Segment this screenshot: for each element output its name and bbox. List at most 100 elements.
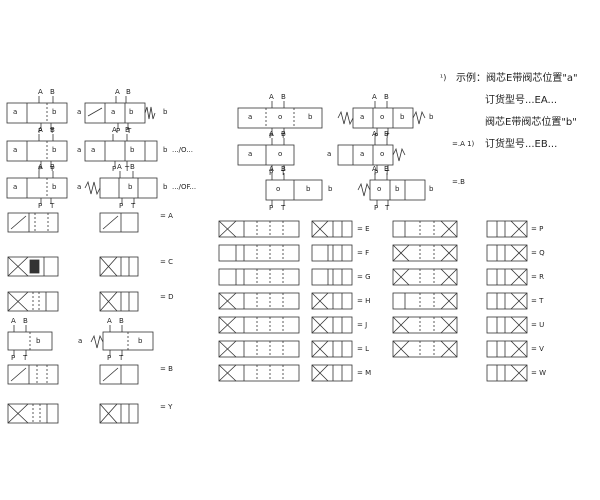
port-a-label: A — [112, 126, 117, 134]
variant-o-label: .../O... — [172, 146, 193, 154]
port-t-label: T — [385, 169, 390, 177]
spool-label-l: = L — [357, 345, 369, 353]
coil-a-label: a — [77, 146, 82, 154]
port-p-label: P — [38, 202, 43, 210]
ref-a-label: =.A 1) — [452, 140, 475, 148]
port-a-label: A — [11, 317, 16, 325]
note-position-b: 阀芯E带阀芯位置"b" — [485, 117, 577, 128]
port-b-label: B — [384, 93, 389, 101]
coil-o-label: o — [278, 150, 283, 158]
coil-b-label: b — [163, 108, 168, 116]
port-b-label: B — [130, 163, 135, 171]
port-t-label: T — [50, 202, 55, 210]
coil-o-label: o — [377, 185, 382, 193]
port-b-label: B — [50, 126, 55, 134]
coil-o-label: o — [380, 113, 385, 121]
coil-b-label: b — [52, 108, 57, 116]
port-a-label: A — [38, 88, 43, 96]
port-p-label: P — [374, 132, 379, 140]
port-b-label: B — [23, 317, 28, 325]
coil-b-label: b — [163, 146, 168, 154]
coil-a-label: a — [13, 108, 18, 116]
port-p-label: P — [119, 202, 124, 210]
port-a-label: A — [38, 163, 43, 171]
spool-label-g: = G — [357, 273, 371, 281]
coil-a-label: a — [111, 108, 116, 116]
port-p-label: P — [38, 165, 43, 173]
coil-b-label: b — [138, 337, 143, 345]
port-t-label: T — [385, 204, 390, 212]
valve-symbol-ab-spring — [84, 96, 156, 129]
coil-b-label: b — [128, 183, 133, 191]
valve-symbol-of-right — [84, 171, 158, 204]
port-b-label: B — [125, 126, 130, 134]
port-t-label: T — [281, 169, 286, 177]
port-b-label: B — [281, 130, 286, 138]
port-b-label: B — [50, 163, 55, 171]
port-p-label: P — [38, 127, 43, 135]
port-t-label: T — [119, 354, 124, 362]
spool-grid-col-3 — [392, 220, 458, 358]
port-b-label: B — [281, 165, 286, 173]
coil-b-label: b — [429, 185, 434, 193]
port-a-label: A — [372, 93, 377, 101]
coil-b-label: b — [52, 146, 57, 154]
spool-label-f: = F — [357, 249, 370, 257]
valve-symbol-ab-1 — [6, 96, 68, 129]
port-p-label: P — [107, 354, 112, 362]
valve-symbol-o-right — [84, 134, 158, 167]
coil-a-label: a — [78, 337, 83, 345]
port-p-label: P — [269, 204, 274, 212]
port-p-label: P — [374, 204, 379, 212]
spool-label-y: = Y — [160, 403, 173, 411]
ref-b-label: =.B — [452, 178, 465, 186]
port-b-label: B — [119, 317, 124, 325]
port-p-label: P — [269, 169, 274, 177]
port-t-label: T — [127, 127, 132, 135]
port-a-label: A — [269, 93, 274, 101]
port-a-label: A — [117, 163, 122, 171]
spool-label-v: = V — [531, 345, 544, 353]
port-t-label: T — [50, 165, 55, 173]
port-a-label: A — [38, 126, 43, 134]
port-t-label: T — [125, 165, 130, 173]
spool-symbol-d — [7, 291, 139, 312]
port-p-label: P — [11, 354, 16, 362]
spool-label-b: = B — [160, 365, 173, 373]
spool-symbol-c — [7, 256, 139, 277]
port-t-label: T — [281, 132, 286, 140]
valve-symbol-of-left — [6, 171, 68, 204]
coil-b-label: b — [328, 185, 333, 193]
coil-a-label: a — [13, 183, 18, 191]
spool-label-q: = Q — [531, 249, 545, 257]
variant-of-label: .../OF... — [172, 183, 197, 191]
port-b-label: B — [281, 93, 286, 101]
coil-o-label: o — [380, 150, 385, 158]
port-a-label: A — [372, 130, 377, 138]
valve-symbol-center-5 — [265, 173, 323, 206]
coil-a-label: a — [91, 146, 96, 154]
port-t-label: T — [23, 354, 28, 362]
port-p-label: P — [116, 127, 121, 135]
port-t-label: T — [385, 132, 390, 140]
coil-b-label: b — [429, 113, 434, 121]
footnote-marker: ¹) — [440, 73, 447, 82]
port-b-label: B — [50, 88, 55, 96]
spool-label-r: = R — [531, 273, 544, 281]
coil-a-label: a — [77, 108, 82, 116]
note-example: 示例：阀芯E带阀芯位置"a" — [456, 73, 578, 84]
port-a-label: A — [269, 130, 274, 138]
spool-symbol-y — [7, 403, 139, 424]
valve-symbol-center-1 — [237, 101, 323, 134]
port-t-label: T — [131, 202, 136, 210]
port-p-label: P — [374, 169, 379, 177]
coil-o-label: o — [276, 185, 281, 193]
coil-a-label: a — [360, 150, 365, 158]
port-t-label: T — [50, 127, 55, 135]
port-a-label: A — [372, 165, 377, 173]
spool-symbol-a — [7, 212, 139, 233]
spool-grid-col-1 — [218, 220, 300, 382]
port-p-label: P — [269, 132, 274, 140]
valve-symbol-center-3 — [237, 138, 295, 171]
